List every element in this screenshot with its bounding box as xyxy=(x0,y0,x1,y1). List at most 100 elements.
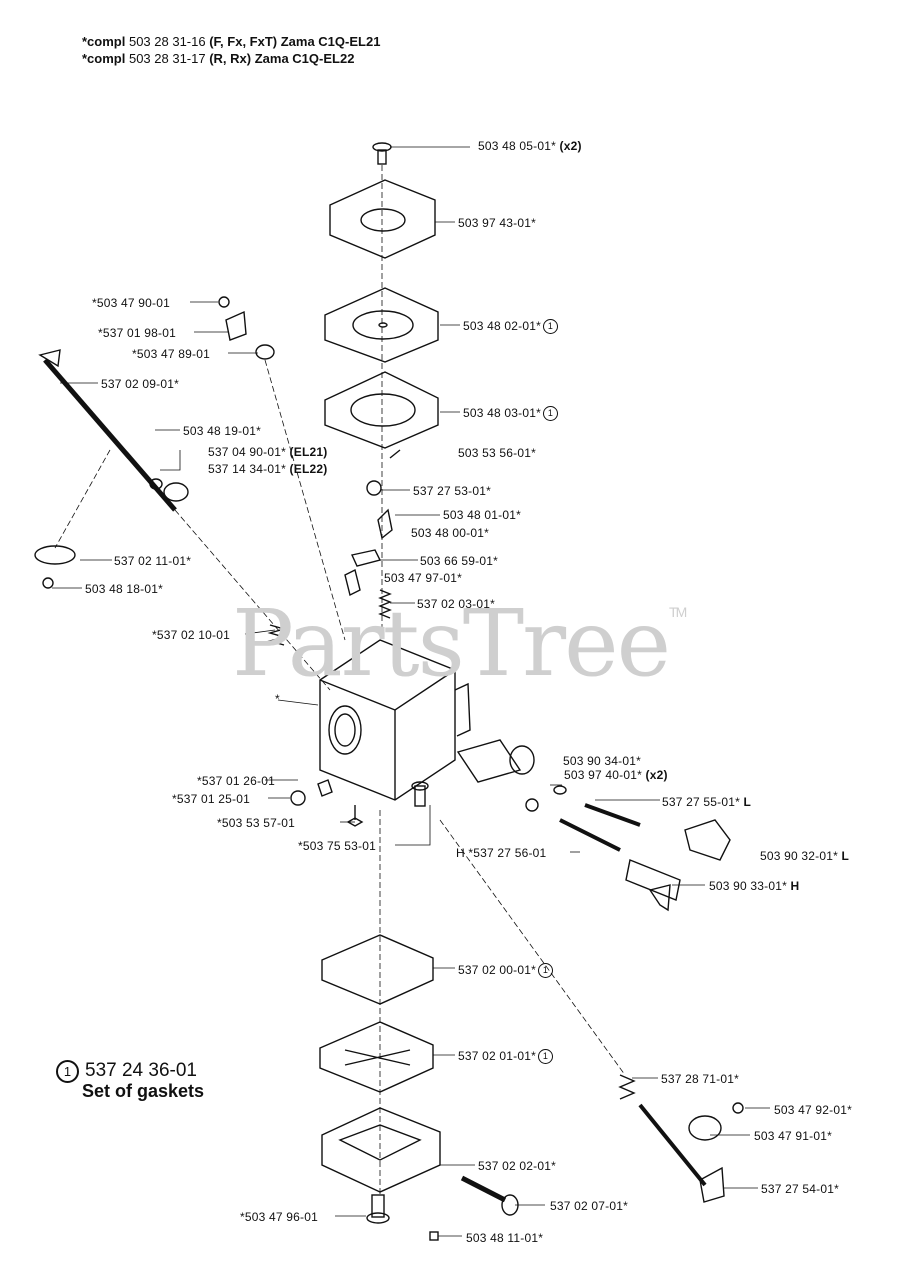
part-label[interactable]: 537 14 34-01* (EL22) xyxy=(208,462,327,476)
watermark-text: PartsTree xyxy=(232,590,671,697)
part-number: *503 47 96-01 xyxy=(240,1210,318,1224)
pump-gasket-part[interactable] xyxy=(321,934,434,1005)
part-label[interactable]: *503 47 96-01 xyxy=(240,1210,318,1224)
gasket-set-marker: 1 xyxy=(543,406,558,422)
gasket-part[interactable] xyxy=(324,371,439,449)
choke-valve-part[interactable] xyxy=(34,545,76,589)
idle-spring-part[interactable] xyxy=(267,624,287,646)
part-label[interactable]: 503 48 18-01* xyxy=(85,582,163,596)
part-number: *503 75 53-01 xyxy=(298,839,376,853)
part-label[interactable]: *503 47 90-01 xyxy=(92,296,170,310)
part-label[interactable]: 503 48 19-01* xyxy=(183,424,261,438)
part-label[interactable]: 503 66 59-01* xyxy=(420,554,498,568)
part-number: 537 02 07-01* xyxy=(550,1199,628,1213)
part-label[interactable]: 537 27 55-01* L xyxy=(662,795,751,809)
part-label[interactable]: 503 48 05-01* (x2) xyxy=(478,139,582,153)
part-label[interactable]: 537 27 53-01* xyxy=(413,484,491,498)
part-suffix: (EL22) xyxy=(289,462,328,476)
choke-lever-part[interactable] xyxy=(149,296,275,502)
part-number: 537 02 09-01* xyxy=(101,377,179,391)
part-label[interactable]: * xyxy=(275,692,280,706)
part-label[interactable]: 503 47 97-01* xyxy=(384,571,462,585)
part-label[interactable]: 537 02 03-01* xyxy=(417,597,495,611)
diaphragm-part[interactable] xyxy=(324,287,439,363)
part-label[interactable]: *537 01 25-01 xyxy=(172,792,250,806)
part-number: 503 47 97-01* xyxy=(384,571,462,585)
part-number: *503 47 89-01 xyxy=(132,347,210,361)
part-number: 537 14 34-01* xyxy=(208,462,286,476)
part-label[interactable]: 537 02 02-01* xyxy=(478,1159,556,1173)
part-number: H *537 27 56-01 xyxy=(456,846,547,860)
part-label[interactable]: 503 90 34-01* xyxy=(563,754,641,768)
carburetor-body-part[interactable] xyxy=(319,639,471,801)
part-number: 537 02 03-01* xyxy=(417,597,495,611)
legend-description: Set of gaskets xyxy=(82,1081,205,1101)
part-label[interactable]: 537 02 07-01* xyxy=(550,1199,628,1213)
watermark-tm: TM xyxy=(669,604,687,620)
part-label[interactable]: 503 53 56-01* xyxy=(458,446,536,460)
metering-spring-part[interactable] xyxy=(378,589,392,619)
part-number: 503 48 05-01* xyxy=(478,139,556,153)
part-label[interactable]: 503 48 01-01* xyxy=(443,508,521,522)
part-label[interactable]: 537 28 71-01* xyxy=(661,1072,739,1086)
header-line-1-number: 503 28 31-16 xyxy=(128,34,206,49)
part-label[interactable]: *537 02 10-01 xyxy=(152,628,230,642)
part-number: 537 27 53-01* xyxy=(413,484,491,498)
part-label[interactable]: 503 48 02-01*1 xyxy=(463,319,558,335)
part-label[interactable]: 503 90 33-01* H xyxy=(709,879,799,893)
part-number: 537 27 54-01* xyxy=(761,1182,839,1196)
part-label[interactable]: *503 75 53-01 xyxy=(298,839,376,853)
part-label[interactable]: 503 97 40-01* (x2) xyxy=(564,768,668,782)
header-line-2-prefix: *compl xyxy=(82,51,126,66)
idle-screw-part[interactable] xyxy=(290,779,429,827)
part-label[interactable]: 537 04 90-01* (EL21) xyxy=(208,445,327,459)
part-label[interactable]: 503 48 00-01* xyxy=(411,526,489,540)
part-label[interactable]: 503 97 43-01* xyxy=(458,216,536,230)
watermark: PartsTreeTM xyxy=(232,590,687,697)
part-label[interactable]: 503 47 92-01* xyxy=(774,1103,852,1117)
screw-part[interactable] xyxy=(372,142,392,165)
adjusting-needle-part[interactable] xyxy=(456,739,731,912)
part-label[interactable]: 537 02 09-01* xyxy=(101,377,179,391)
part-suffix: (x2) xyxy=(559,139,582,153)
part-label[interactable]: *503 53 57-01 xyxy=(217,816,295,830)
part-label[interactable]: 503 48 03-01*1 xyxy=(463,406,558,422)
gasket-set-marker: 1 xyxy=(543,319,558,335)
part-label[interactable]: 537 27 54-01* xyxy=(761,1182,839,1196)
part-label[interactable]: *503 47 89-01 xyxy=(132,347,210,361)
part-label[interactable]: 537 02 01-01*1 xyxy=(458,1049,553,1065)
part-suffix: L xyxy=(743,795,752,809)
metering-diaphragm-part[interactable] xyxy=(319,1021,434,1093)
legend-number-text: 537 24 36-01 xyxy=(85,1060,197,1081)
part-label[interactable]: *537 01 98-01 xyxy=(98,326,176,340)
part-number: 537 04 90-01* xyxy=(208,445,286,459)
part-number: 537 02 11-01* xyxy=(114,554,192,568)
part-label[interactable]: 503 48 11-01* xyxy=(466,1231,543,1245)
part-number: 537 02 01-01* xyxy=(458,1049,536,1063)
choke-shaft-part[interactable] xyxy=(38,349,177,512)
part-number: 503 47 91-01* xyxy=(754,1129,832,1143)
pump-cover-part[interactable] xyxy=(329,179,436,259)
gasket-set-marker: 1 xyxy=(538,963,553,979)
part-number: 503 97 43-01* xyxy=(458,216,536,230)
throttle-shaft-part[interactable] xyxy=(618,1074,744,1203)
part-number: 503 53 56-01* xyxy=(458,446,536,460)
part-label[interactable]: 503 47 91-01* xyxy=(754,1129,832,1143)
part-number: *537 01 25-01 xyxy=(172,792,250,806)
part-number: 503 90 34-01* xyxy=(563,754,641,768)
header-line-1: *compl 503 28 31-16 (F, Fx, FxT) Zama C1… xyxy=(82,34,380,49)
part-number: 503 48 02-01* xyxy=(463,319,541,333)
part-label[interactable]: H *537 27 56-01 xyxy=(456,846,546,860)
part-number: *537 02 10-01 xyxy=(152,628,230,642)
part-number: 503 66 59-01* xyxy=(420,554,498,568)
part-number: 537 28 71-01* xyxy=(661,1072,739,1086)
part-number: 503 48 00-01* xyxy=(411,526,489,540)
part-label[interactable]: 503 90 32-01* L xyxy=(760,849,849,863)
part-suffix: (x2) xyxy=(645,768,668,782)
part-label[interactable]: 537 02 00-01*1 xyxy=(458,963,553,979)
part-label[interactable]: *537 01 26-01 xyxy=(197,774,275,788)
metering-cover-part[interactable] xyxy=(321,1107,441,1193)
part-suffix: H xyxy=(790,879,800,893)
part-label[interactable]: 537 02 11-01* xyxy=(114,554,191,568)
header-line-2-number: 503 28 31-17 xyxy=(128,51,206,66)
